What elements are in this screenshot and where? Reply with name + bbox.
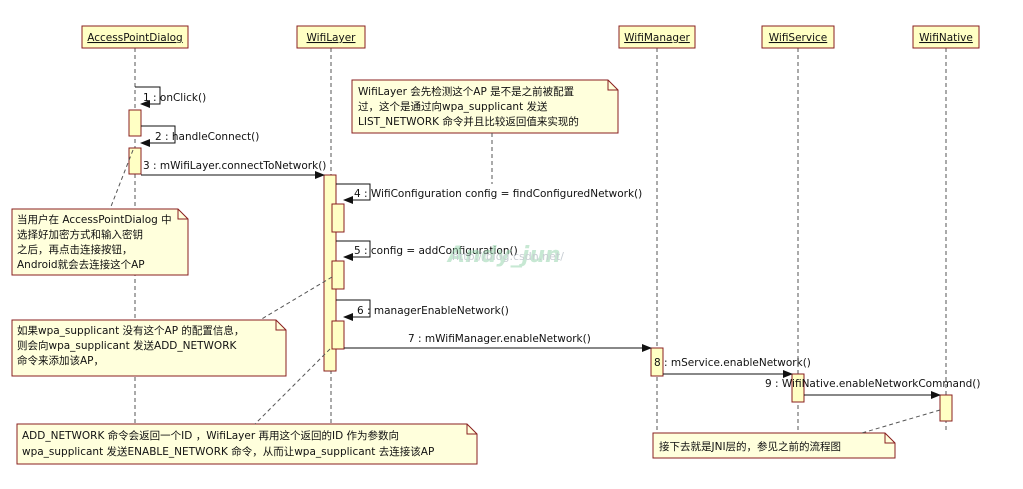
note-line: 当用户在 AccessPointDialog 中 <box>17 213 172 226</box>
participant-wifiservice: WifiService <box>761 25 835 49</box>
note-connector <box>861 409 941 434</box>
note-line: LIST_NETWORK 命令并且比较返回值来实现的 <box>358 115 579 128</box>
activation-box <box>791 373 805 403</box>
message-label: 1 : onClick() <box>143 92 206 104</box>
activations <box>128 109 953 422</box>
note-line: WifiLayer 会先检测这个AP 是不是之前被配置 <box>358 85 574 98</box>
participant-wifimanager: WifiManager <box>618 25 696 49</box>
message-label: 8 : mService.enableNetwork() <box>654 357 811 369</box>
note-wifilayer-check: WifiLayer 会先检测这个AP 是不是之前被配置 过，这个是通过向wpa_… <box>351 79 619 134</box>
message-arrow <box>336 240 371 261</box>
participant-label: WifiService <box>769 32 828 44</box>
watermark-sub: http://blog.csdn.net/ <box>452 250 564 263</box>
note-line: 选择好加密方式和输入密钥 <box>17 228 143 241</box>
message-arrow <box>336 299 371 321</box>
message-label: 2 : handleConnect() <box>155 131 259 143</box>
note-jni: 接下去就是JNI层的，参见之前的流程图 <box>652 432 896 459</box>
note-user-select: 当用户在 AccessPointDialog 中 选择好加密方式和输入密钥 之后… <box>11 208 189 276</box>
activation-box <box>331 260 345 290</box>
message-arrow <box>135 86 161 108</box>
participant-wifilayer: WifiLayer <box>296 25 366 49</box>
participant-wifinative: WifiNative <box>912 25 980 49</box>
note-connector <box>254 348 331 425</box>
participant-label: AccessPointDialog <box>87 32 182 44</box>
note-line: 如果wpa_supplicant 没有这个AP 的配置信息， <box>17 324 244 337</box>
activation-box <box>939 394 953 422</box>
note-line: wpa_supplicant 发送ENABLE_NETWORK 命令，从而让wp… <box>22 445 434 458</box>
watermark-main: Andy_jun <box>446 243 561 268</box>
message-label: 3 : mWifiLayer.connectToNetwork() <box>143 160 326 172</box>
participant-label: WifiNative <box>919 32 973 44</box>
note-line: 过，这个是通过向wpa_supplicant 发送 <box>358 100 548 113</box>
message-arrow <box>140 125 176 147</box>
activation-box <box>331 320 345 350</box>
note-line: 命令来添加该AP， <box>17 354 104 367</box>
message-label: 9 : WifiNative.enableNetworkCommand() <box>765 378 981 390</box>
note-line: ADD_NETWORK 命令会返回一个ID ，WifiLayer 再用这个返回的… <box>22 429 399 442</box>
message-label: 5 : config = addConfiguration() <box>354 245 518 257</box>
activation-box <box>128 109 142 137</box>
note-line: 则会向wpa_supplicant 发送ADD_NETWORK <box>17 339 237 352</box>
message-arrow <box>336 183 371 204</box>
participant-label: WifiManager <box>624 32 690 44</box>
watermark: Andy_jun http://blog.csdn.net/ <box>446 243 564 268</box>
message-label: 4 : WifiConfiguration config = findConfi… <box>354 188 642 200</box>
activation-box <box>128 147 142 175</box>
note-return-id: ADD_NETWORK 命令会返回一个ID ，WifiLayer 再用这个返回的… <box>16 423 478 465</box>
note-line: Android就会去连接这个AP <box>17 258 145 271</box>
participant-accesspointdialog: AccessPointDialog <box>81 25 189 49</box>
note-line: 接下去就是JNI层的，参见之前的流程图 <box>659 440 841 453</box>
message-label: 7 : mWifiManager.enableNetwork() <box>408 333 591 345</box>
message-label: 6 : managerEnableNetwork() <box>357 305 509 317</box>
note-connector <box>109 149 134 210</box>
note-line: 之后，再点击连接按钮， <box>17 243 133 256</box>
activation-box <box>331 203 345 233</box>
note-connector <box>259 276 333 321</box>
note-add-network: 如果wpa_supplicant 没有这个AP 的配置信息， 则会向wpa_su… <box>11 319 287 377</box>
participant-label: WifiLayer <box>307 32 357 44</box>
activation-box <box>650 347 664 377</box>
